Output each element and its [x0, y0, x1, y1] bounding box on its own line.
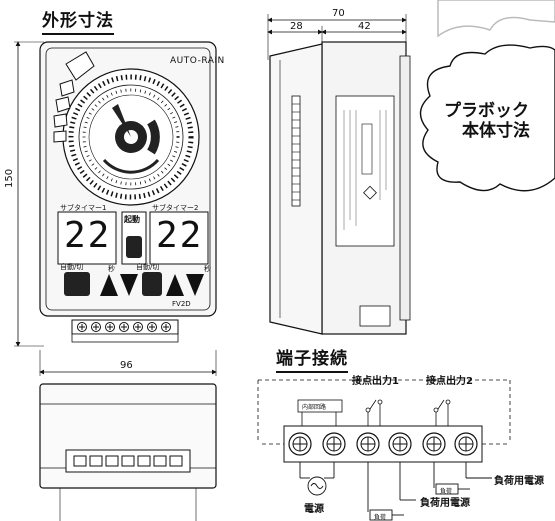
- auto-off-button-2[interactable]: [142, 272, 162, 296]
- wiring-diagram: [257, 379, 511, 521]
- width-dimension-value: 96: [120, 360, 133, 371]
- sub-timer-2-panel: [149, 211, 209, 265]
- cover-depth-value: 28: [290, 21, 303, 32]
- load-power-1-label: 負荷用電源: [420, 498, 470, 509]
- depth-dimension-value: 70: [332, 8, 345, 19]
- height-dimension-value: 150: [4, 168, 15, 188]
- auto-off-label-2: 自動/切: [136, 263, 160, 271]
- contact-output-1-label: 接点出力1: [352, 376, 399, 387]
- sub-timer-1-label: サブタイマー1: [60, 204, 107, 212]
- sub-timer-1-panel: [57, 211, 117, 265]
- load-1-label: 負荷: [374, 514, 387, 521]
- sub-timer-2-label: サブタイマー2: [152, 204, 199, 212]
- auto-off-button-1[interactable]: [64, 272, 90, 296]
- down-button-1[interactable]: [120, 274, 138, 296]
- thought-bubble: [419, 0, 555, 192]
- model-label: FV2D: [172, 300, 191, 308]
- front-view: [14, 41, 217, 376]
- start-button[interactable]: [126, 236, 142, 258]
- bottom-view: [39, 383, 217, 521]
- bubble-line-2: 本体寸法: [462, 121, 530, 141]
- seconds-label-1: 秒: [108, 265, 115, 273]
- sub-timer-1-display: 22: [64, 215, 112, 256]
- start-label: 起動: [124, 215, 140, 224]
- sub-timer-2-display: 22: [156, 215, 204, 256]
- bubble-line-1: プラボック: [444, 101, 529, 121]
- dimensions-heading: 外形寸法: [42, 6, 114, 35]
- load-2-label: 負荷: [440, 488, 453, 495]
- up-button-1[interactable]: [100, 274, 118, 296]
- internal-circuit-label: 内部回路: [302, 404, 327, 411]
- side-view: [267, 14, 411, 335]
- wiring-heading: 端子接続: [276, 344, 348, 373]
- power-label: 電源: [304, 504, 324, 515]
- brand-label: AUTO-RAIN: [170, 56, 225, 66]
- contact-output-2-label: 接点出力2: [426, 376, 473, 387]
- base-depth-value: 42: [358, 21, 371, 32]
- auto-off-label-1: 自動/切: [60, 263, 84, 271]
- load-power-2-label: 負荷用電源: [494, 476, 544, 487]
- down-button-2[interactable]: [186, 274, 204, 296]
- terminal-block: [283, 425, 483, 463]
- seconds-label-2: 秒: [204, 265, 211, 273]
- up-button-2[interactable]: [166, 274, 184, 296]
